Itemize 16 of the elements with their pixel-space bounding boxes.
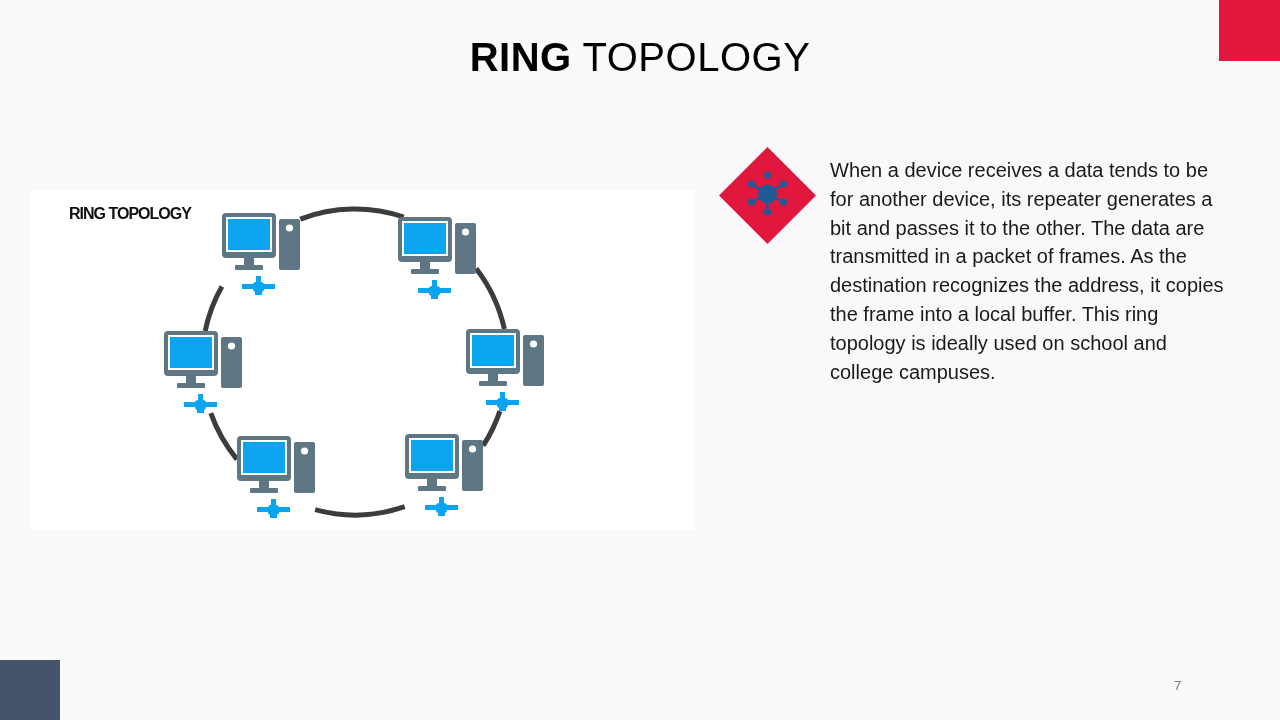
computer-icon xyxy=(164,331,242,413)
computer-icon xyxy=(405,434,483,516)
computer-icon xyxy=(222,213,300,295)
ring-cable-line xyxy=(202,285,225,332)
ring-cable-line xyxy=(480,410,503,447)
page-number: 7 xyxy=(1174,678,1182,694)
ring-cable-line xyxy=(314,504,406,518)
computer-icon xyxy=(466,329,544,411)
description-paragraph: When a device receives a data tends to be for another device, its repeater generates a bit and passes it to the other. The data are transmitted in a packet of frames. As the destination recognizes the address, it copies the frame into a local buffer. This ring topology is ideally used on school and college campuses. xyxy=(830,158,1225,385)
ring-cable-line xyxy=(208,412,239,461)
ring-cable-line xyxy=(474,267,507,330)
image-title: RING TOPOLOGY xyxy=(69,204,191,224)
computer-icon xyxy=(237,436,315,518)
ring-cable-line xyxy=(299,206,405,222)
computer-icon xyxy=(398,217,476,299)
slide-title: RING TOPOLOGY xyxy=(468,34,812,81)
